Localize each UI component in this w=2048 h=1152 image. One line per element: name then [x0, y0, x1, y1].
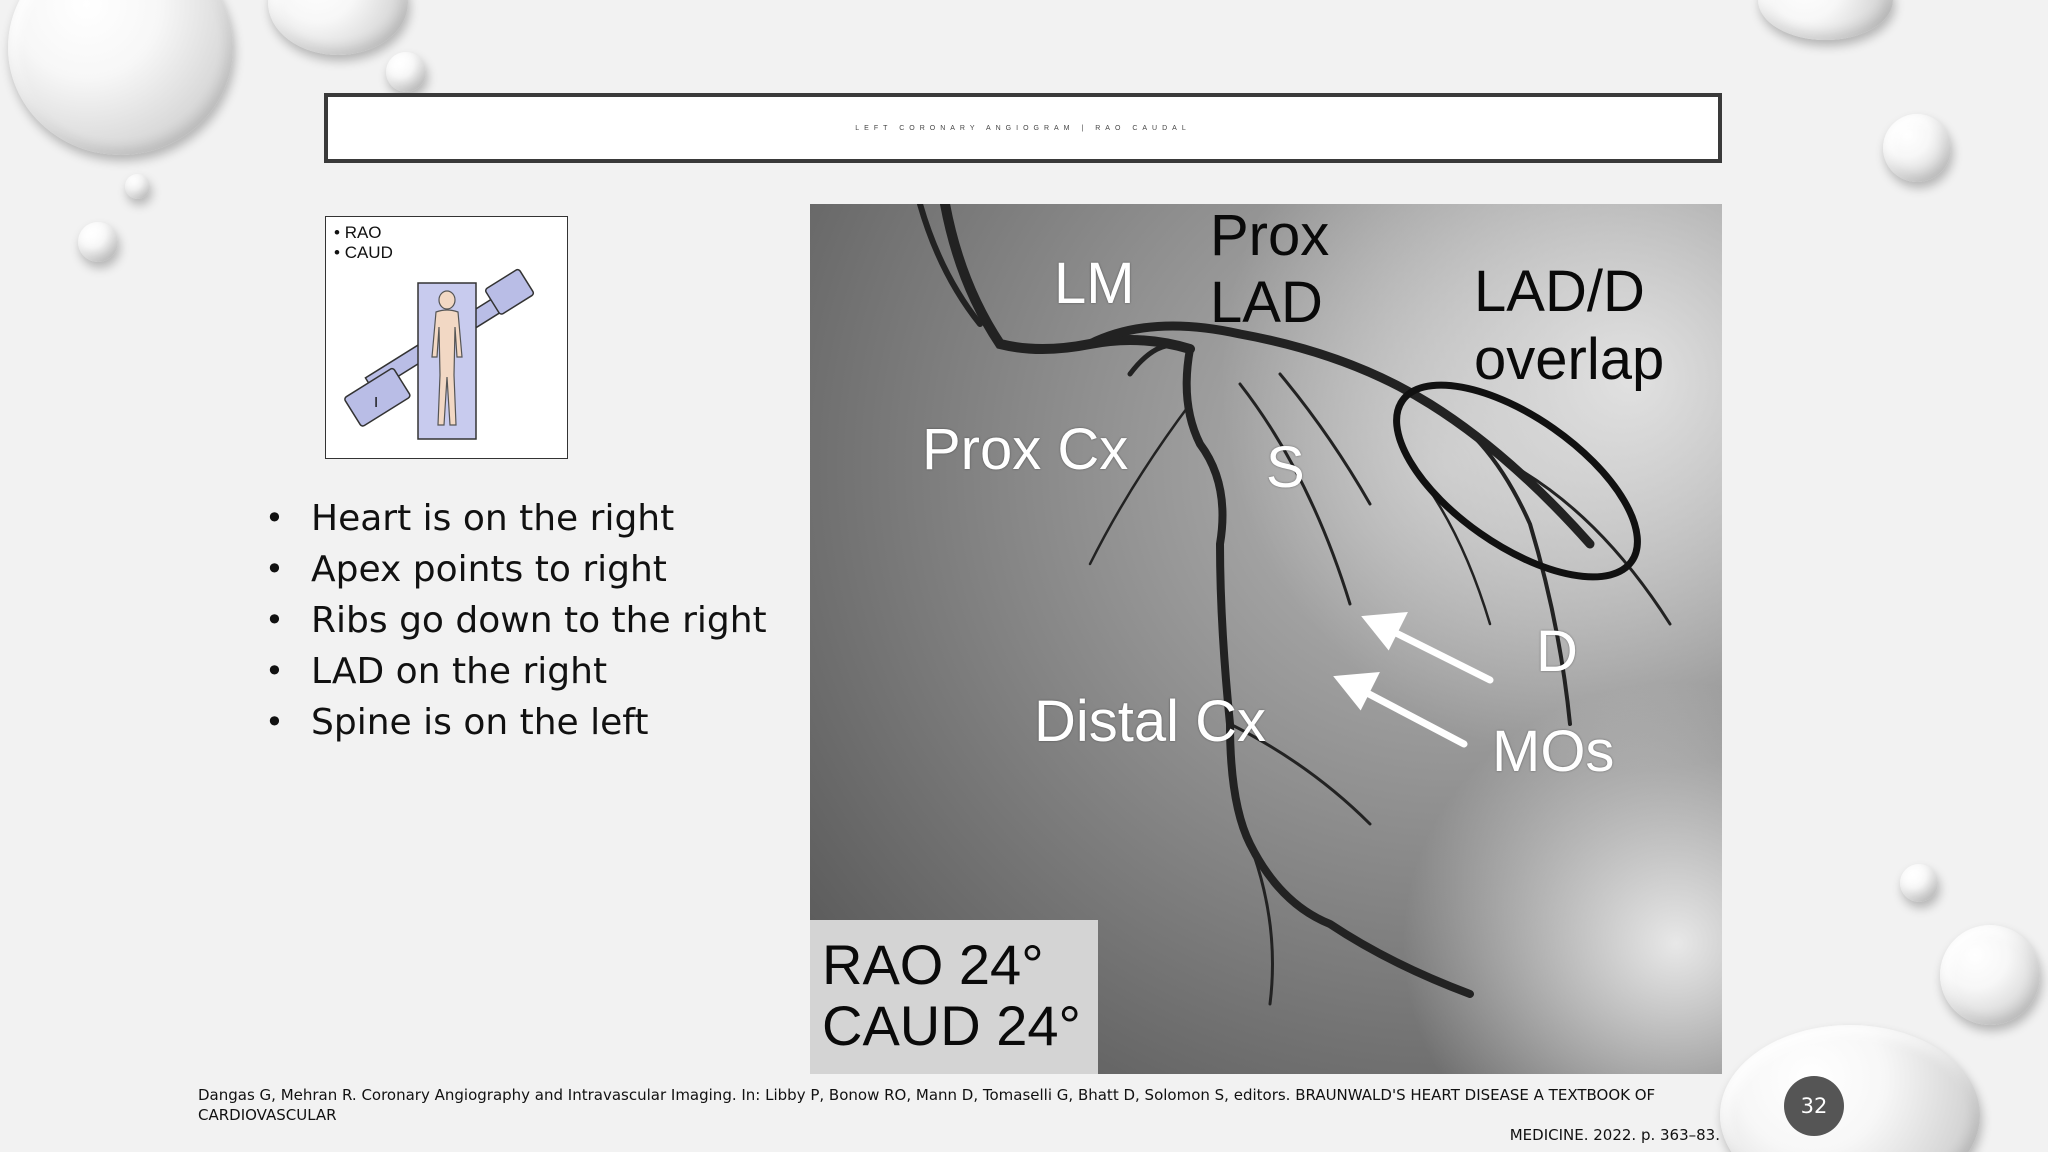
slide-title: Left Coronary Angiogram | RAO Caudal: [855, 124, 1191, 132]
bullet-item: LAD on the right: [265, 646, 767, 697]
page-number: 32: [1800, 1094, 1828, 1118]
label-prox-lad-2: LAD: [1210, 270, 1323, 335]
view-angle-caud: CAUD 24°: [822, 994, 1081, 1057]
bullet-item: Heart is on the right: [265, 493, 767, 544]
detector-letter: I: [374, 394, 378, 411]
label-prox-cx: Prox Cx: [922, 417, 1129, 482]
diagram-label-caud: CAUD: [334, 243, 393, 263]
c-arm-illustration: I: [344, 268, 535, 440]
water-drop-decoration: [268, 0, 408, 55]
view-angle-rao: RAO 24°: [822, 933, 1044, 996]
title-box: Left Coronary Angiogram | RAO Caudal: [324, 93, 1722, 163]
citation-line-2: MEDICINE. 2022. p. 363–83.: [1509, 1126, 1720, 1144]
angiogram-illustration: [810, 204, 1722, 1074]
view-angle-box: RAO 24° CAUD 24°: [810, 920, 1098, 1074]
angiogram-image: LM Prox LAD LAD/D overlap Prox Cx S D Di…: [810, 204, 1722, 1074]
label-lad-d-1: LAD/D: [1474, 259, 1645, 324]
water-drop-decoration: [125, 174, 150, 199]
citation-line-1: Dangas G, Mehran R. Coronary Angiography…: [198, 1086, 1656, 1124]
label-distal-cx: Distal Cx: [1034, 689, 1267, 754]
bullet-item: Apex points to right: [265, 544, 767, 595]
label-lm: LM: [1054, 251, 1135, 316]
bullet-item: Spine is on the left: [265, 697, 767, 748]
water-drop-decoration: [1720, 1025, 1980, 1152]
label-lad-d-2: overlap: [1474, 327, 1665, 392]
label-mos: MOs: [1492, 719, 1615, 784]
bullet-item: Ribs go down to the right: [265, 595, 767, 646]
water-drop-decoration: [1758, 0, 1893, 40]
page-number-badge: 32: [1784, 1076, 1844, 1136]
diagram-label-rao: RAO: [334, 223, 393, 243]
water-drop-decoration: [78, 222, 118, 262]
water-drop-decoration: [1900, 864, 1938, 902]
patient-figure-icon: [431, 290, 463, 426]
label-prox-lad-1: Prox: [1210, 204, 1330, 268]
water-drop-decoration: [386, 52, 426, 92]
water-drop-decoration: [8, 0, 233, 155]
water-drop-decoration: [1883, 114, 1951, 182]
bullet-list: Heart is on the right Apex points to rig…: [265, 493, 767, 748]
water-drop-decoration: [1940, 925, 2040, 1025]
label-s: S: [1266, 435, 1305, 500]
label-d: D: [1536, 619, 1578, 684]
patient-position-diagram: RAO CAUD I: [325, 216, 568, 459]
citation: Dangas G, Mehran R. Coronary Angiography…: [150, 1085, 1720, 1145]
diagram-labels: RAO CAUD: [334, 223, 393, 263]
